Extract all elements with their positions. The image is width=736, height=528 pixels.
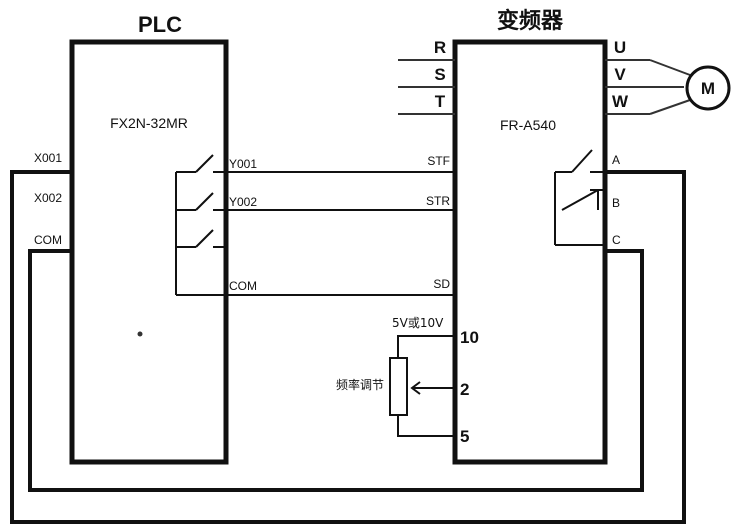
inverter-block (452, 39, 608, 465)
terminal-stf: STF (427, 154, 450, 168)
alarm-relay-contacts (554, 149, 605, 246)
plc-input-com: COM (34, 233, 62, 247)
terminal-c: C (612, 233, 621, 247)
plc-input-x002: X002 (34, 191, 62, 205)
inverter-title: 变频器 (497, 8, 564, 34)
motor-lines (605, 59, 691, 115)
terminal-u: U (614, 38, 626, 57)
plc-output-y002: Y002 (229, 195, 257, 209)
terminal-a: A (612, 153, 620, 167)
terminal-2: 2 (460, 380, 469, 399)
potentiometer-label: 频率调节 (336, 377, 384, 392)
power-lines (398, 59, 455, 115)
terminal-w: W (612, 92, 629, 111)
plc-model: FX2N-32MR (110, 115, 188, 131)
plc-dot (137, 331, 143, 337)
terminal-r: R (434, 38, 446, 57)
motor-label: M (701, 79, 715, 98)
plc-output-y001: Y001 (229, 157, 257, 171)
terminal-str: STR (426, 194, 450, 208)
terminal-s: S (434, 65, 445, 84)
plc-block (69, 39, 229, 465)
inverter-model: FR-A540 (500, 117, 556, 133)
plc-title: PLC (138, 12, 182, 37)
motor-symbol (685, 65, 731, 111)
plc-output-com: COM (229, 279, 257, 293)
plc-input-x001: X001 (34, 151, 62, 165)
plc-output-contacts (175, 154, 226, 295)
terminal-10: 10 (460, 328, 479, 347)
feedback-wires (10, 170, 686, 524)
terminal-b: B (612, 196, 620, 210)
terminal-v: V (614, 65, 626, 84)
terminal-5: 5 (460, 427, 469, 446)
terminal-t: T (435, 92, 446, 111)
potentiometer (389, 335, 455, 437)
voltage-note: 5V或10V (392, 316, 444, 330)
control-lines (176, 171, 455, 296)
terminal-sd: SD (433, 277, 450, 291)
